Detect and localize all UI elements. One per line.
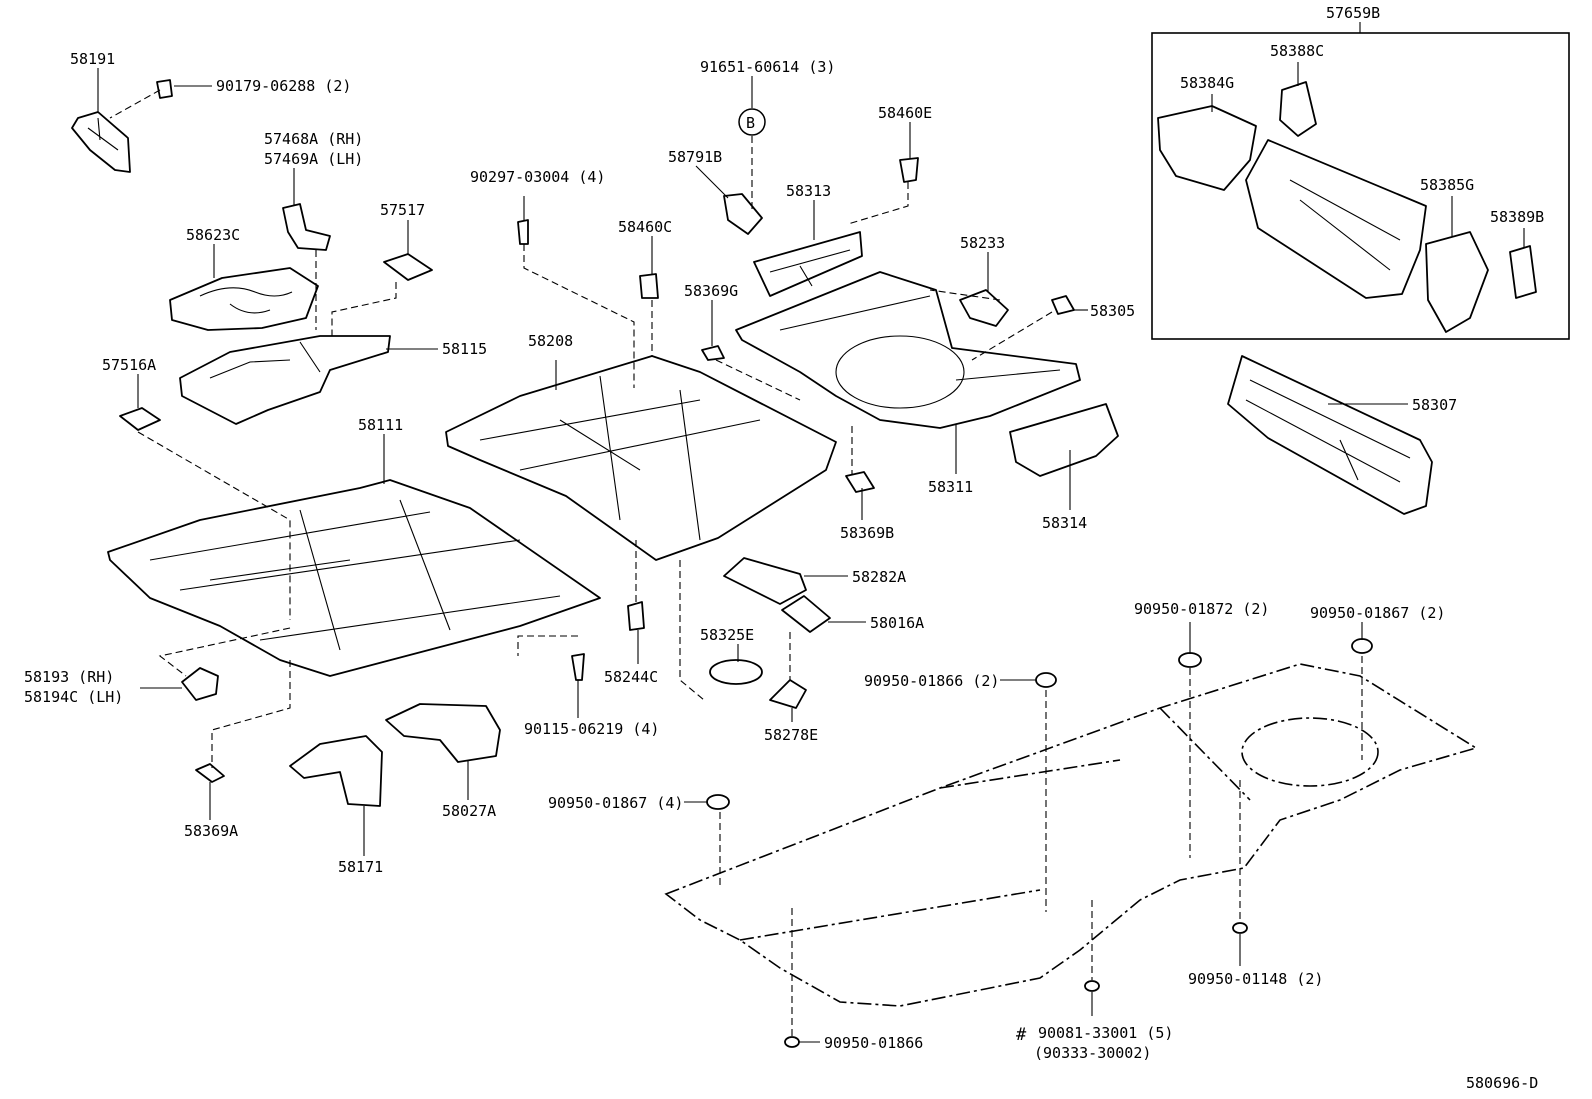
part-58115 — [179, 335, 391, 425]
part-58313 — [753, 231, 863, 297]
part-58282a — [723, 557, 807, 605]
label-90333-30002: (90333-30002) — [1034, 1044, 1151, 1062]
part-58460c — [639, 273, 659, 299]
label-58791b: 58791B — [668, 148, 722, 166]
plug-90081-33001 — [1084, 980, 1100, 992]
grommet-90950-01867-2 — [1351, 638, 1373, 654]
label-58369b: 58369B — [840, 524, 894, 542]
label-58278e: 58278E — [764, 726, 818, 744]
label-58369a: 58369A — [184, 822, 238, 840]
label-90297-03004: 90297-03004 (4) — [470, 168, 605, 186]
label-90950-01872: 90950-01872 (2) — [1134, 600, 1269, 618]
part-58385g — [1245, 139, 1427, 299]
label-58311: 58311 — [928, 478, 973, 496]
grommet-90950-01867-4 — [706, 794, 730, 810]
label-90950-01867-4: 90950-01867 (4) — [548, 794, 683, 812]
label-58623c: 58623C — [186, 226, 240, 244]
part-58369b — [845, 471, 875, 493]
label-90950-01867-2: 90950-01867 (2) — [1310, 604, 1445, 622]
part-labels: 58191 90179-06288 (2) 57468A (RH) 57469A… — [24, 4, 1544, 1092]
label-58460c: 58460C — [618, 218, 672, 236]
label-58016a: 58016A — [870, 614, 924, 632]
label-58233: 58233 — [960, 234, 1005, 252]
callout-b: B — [738, 108, 766, 136]
part-58791b — [723, 193, 763, 235]
label-58389b: 58389B — [1490, 208, 1544, 226]
part-58311 — [735, 271, 1081, 429]
part-58111 — [107, 479, 601, 677]
label-58171: 58171 — [338, 858, 383, 876]
part-58016a — [781, 595, 831, 633]
diagram-id: 580696-D — [1466, 1074, 1538, 1092]
label-58384g: 58384G — [1180, 74, 1234, 92]
part-58325e — [709, 659, 763, 685]
part-90297-03004 — [517, 219, 529, 245]
grommet-90950-01866 — [784, 1036, 800, 1048]
part-58244c — [627, 601, 645, 631]
label-91651-60614: 91651-60614 (3) — [700, 58, 835, 76]
part-58233 — [959, 289, 1009, 327]
label-58307: 58307 — [1412, 396, 1457, 414]
part-58278e — [769, 679, 807, 709]
label-58385g: 58385G — [1420, 176, 1474, 194]
part-58369g — [701, 345, 725, 361]
label-58282a: 58282A — [852, 568, 906, 586]
grommet-90950-01872 — [1178, 652, 1202, 668]
label-58115: 58115 — [442, 340, 487, 358]
label-57516a: 57516A — [102, 356, 156, 374]
part-90179-06288 — [156, 79, 173, 99]
label-58244c: 58244C — [604, 668, 658, 686]
label-58325e: 58325E — [700, 626, 754, 644]
label-57659b: 57659B — [1326, 4, 1380, 22]
part-58623c — [169, 267, 319, 331]
label-58194c: 58194C (LH) — [24, 688, 123, 706]
label-58027a: 58027A — [442, 802, 496, 820]
part-58307 — [1227, 355, 1433, 515]
part-58314 — [1009, 403, 1119, 477]
label-90950-01148: 90950-01148 (2) — [1188, 970, 1323, 988]
label-90950-01866: 90950-01866 — [824, 1034, 923, 1052]
part-58305 — [1051, 295, 1075, 315]
hash-mark: # — [1016, 1025, 1027, 1045]
grommet-90950-01148 — [1232, 922, 1248, 934]
label-90081-33001: 90081-33001 (5) — [1038, 1024, 1173, 1042]
grommet-90950-01866-2 — [1035, 672, 1057, 688]
label-90115-06219: 90115-06219 (4) — [524, 720, 659, 738]
part-58208 — [445, 355, 837, 561]
part-58369a — [195, 763, 225, 783]
part-58171 — [289, 735, 383, 807]
label-58111: 58111 — [358, 416, 403, 434]
label-58460e: 58460E — [878, 104, 932, 122]
part-57517 — [383, 253, 433, 281]
label-90179-06288: 90179-06288 (2) — [216, 77, 351, 95]
callout-b-letter: B — [746, 114, 755, 132]
label-58388c: 58388C — [1270, 42, 1324, 60]
part-58389b — [1509, 245, 1537, 299]
label-58313: 58313 — [786, 182, 831, 200]
part-58191 — [71, 111, 131, 173]
part-57468a — [282, 203, 331, 251]
part-58384g — [1157, 105, 1257, 191]
part-58193 — [181, 667, 219, 701]
label-58193: 58193 (RH) — [24, 668, 114, 686]
part-inset-bracket — [1425, 231, 1489, 333]
part-90115-06219 — [571, 653, 585, 681]
assembly-dashed-lines — [109, 89, 1363, 1036]
part-58460e — [899, 157, 919, 183]
label-58369g: 58369G — [684, 282, 738, 300]
label-58208: 58208 — [528, 332, 573, 350]
part-58388c — [1279, 81, 1317, 137]
part-57516a — [119, 407, 161, 431]
label-58314: 58314 — [1042, 514, 1087, 532]
part-lower-floor-pan — [664, 663, 1478, 1007]
label-57468a: 57468A (RH) — [264, 130, 363, 148]
label-90950-01866-2: 90950-01866 (2) — [864, 672, 999, 690]
leader-lines — [97, 62, 1525, 1043]
label-58191: 58191 — [70, 50, 115, 68]
label-57469a: 57469A (LH) — [264, 150, 363, 168]
label-58305: 58305 — [1090, 302, 1135, 320]
part-58027a — [385, 703, 501, 763]
label-57517: 57517 — [380, 201, 425, 219]
